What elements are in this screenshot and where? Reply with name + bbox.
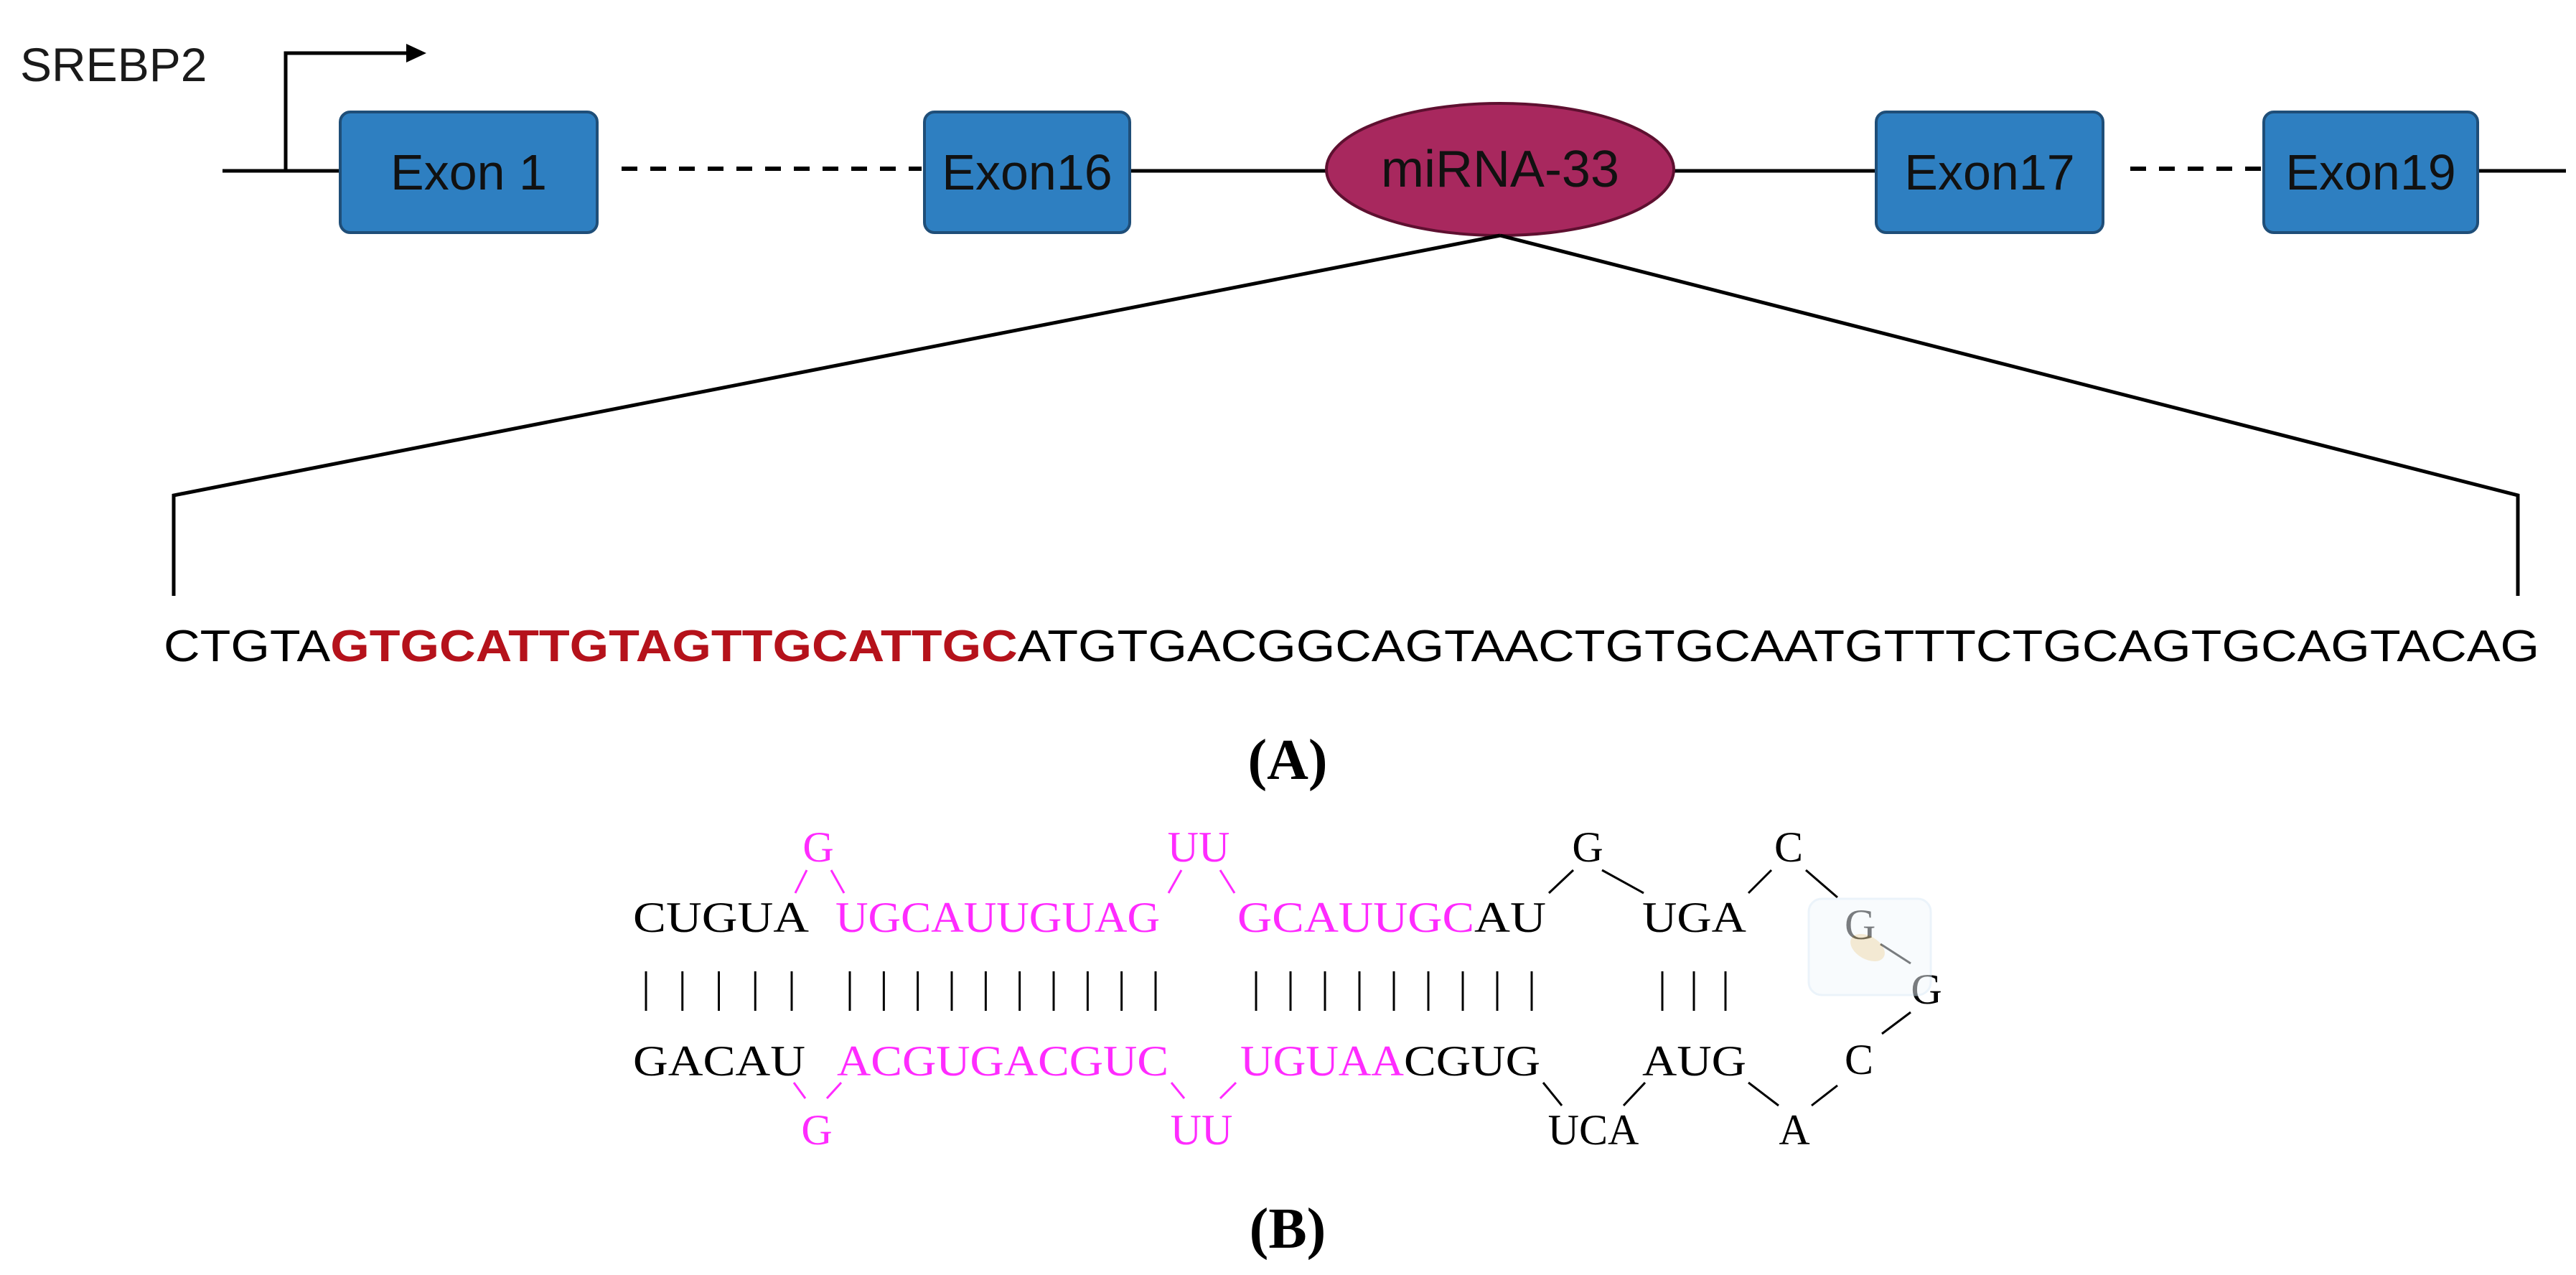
mature-mirna-sequence: GTGCATTGTAGTTGCATTGC: [330, 622, 1017, 671]
top-bulge-g: G: [802, 823, 833, 871]
exon-17-label: Exon17: [1904, 144, 2074, 200]
pairs-group-4: |||: [1658, 963, 1730, 1011]
bottom-seg-5: AUG: [1642, 1037, 1746, 1085]
sequence-suffix: ATGTGACGGCAGTAACTGTGCAATGTTTCTGCAGTGCAGT…: [1018, 622, 2539, 671]
top-seg-2: UGCAUUGUAG: [835, 894, 1160, 941]
top-seg-1: CUGUA: [633, 894, 809, 941]
top-loop-g: G: [1572, 823, 1603, 871]
top-bulge-uu: UU: [1168, 823, 1230, 871]
bottom-seg-1: GACAU: [633, 1037, 805, 1085]
bottom-seg-6: C: [1845, 1036, 1873, 1083]
mirna-33-ellipse: miRNA-33: [1325, 102, 1675, 237]
transcription-start-arrow-icon: [284, 51, 409, 171]
panel-b-caption: (B): [1250, 1197, 1326, 1261]
exon-16-label: Exon16: [942, 144, 1112, 200]
exon-1-box: Exon 1: [339, 111, 599, 234]
mirna-33-label: miRNA-33: [1381, 141, 1619, 198]
pairs-group-1: |||||: [642, 963, 796, 1011]
panel-a-caption: (A): [1247, 729, 1327, 792]
exon-19-box: Exon19: [2262, 111, 2479, 234]
bottom-seg-4: CGUG: [1404, 1037, 1540, 1085]
top-seg-4: AU: [1474, 894, 1546, 941]
bottom-loop-uca: UCA: [1548, 1106, 1639, 1154]
exon-19-label: Exon19: [2285, 144, 2455, 200]
gene-name-label: SREBP2: [20, 38, 207, 91]
exon-17-box: Exon17: [1875, 111, 2104, 234]
top-seg-5: UGA: [1642, 894, 1746, 941]
exon-16-box: Exon16: [923, 111, 1131, 234]
top-seg-3: GCAUUGC: [1237, 894, 1474, 941]
arrowhead-icon: [406, 44, 426, 62]
bottom-bulge-g: G: [801, 1106, 832, 1154]
bottom-seg-3: UGUAA: [1240, 1037, 1404, 1085]
zoom-lines: [172, 233, 2520, 596]
sequence-prefix: CTGTA: [164, 622, 331, 671]
panel-a: SREBP2 Exon 1 Exon16 Exon17: [20, 38, 2566, 792]
bottom-bulge-uu: UU: [1171, 1106, 1233, 1154]
top-loop-c: C: [1774, 823, 1803, 871]
pairs-group-3: |||||||||: [1252, 963, 1536, 1011]
pairs-group-2: ||||||||||: [846, 963, 1160, 1011]
bottom-seg-2: ACGUGACGUC: [837, 1037, 1168, 1085]
bottom-loop-a: A: [1779, 1106, 1809, 1154]
panel-b: G UU G C CUGUA UGCAUUGUAG GCAUUGC AU UGA…: [633, 823, 1942, 1261]
exon-1-label: Exon 1: [390, 144, 547, 200]
faint-watermark-icon: [1807, 897, 1932, 996]
